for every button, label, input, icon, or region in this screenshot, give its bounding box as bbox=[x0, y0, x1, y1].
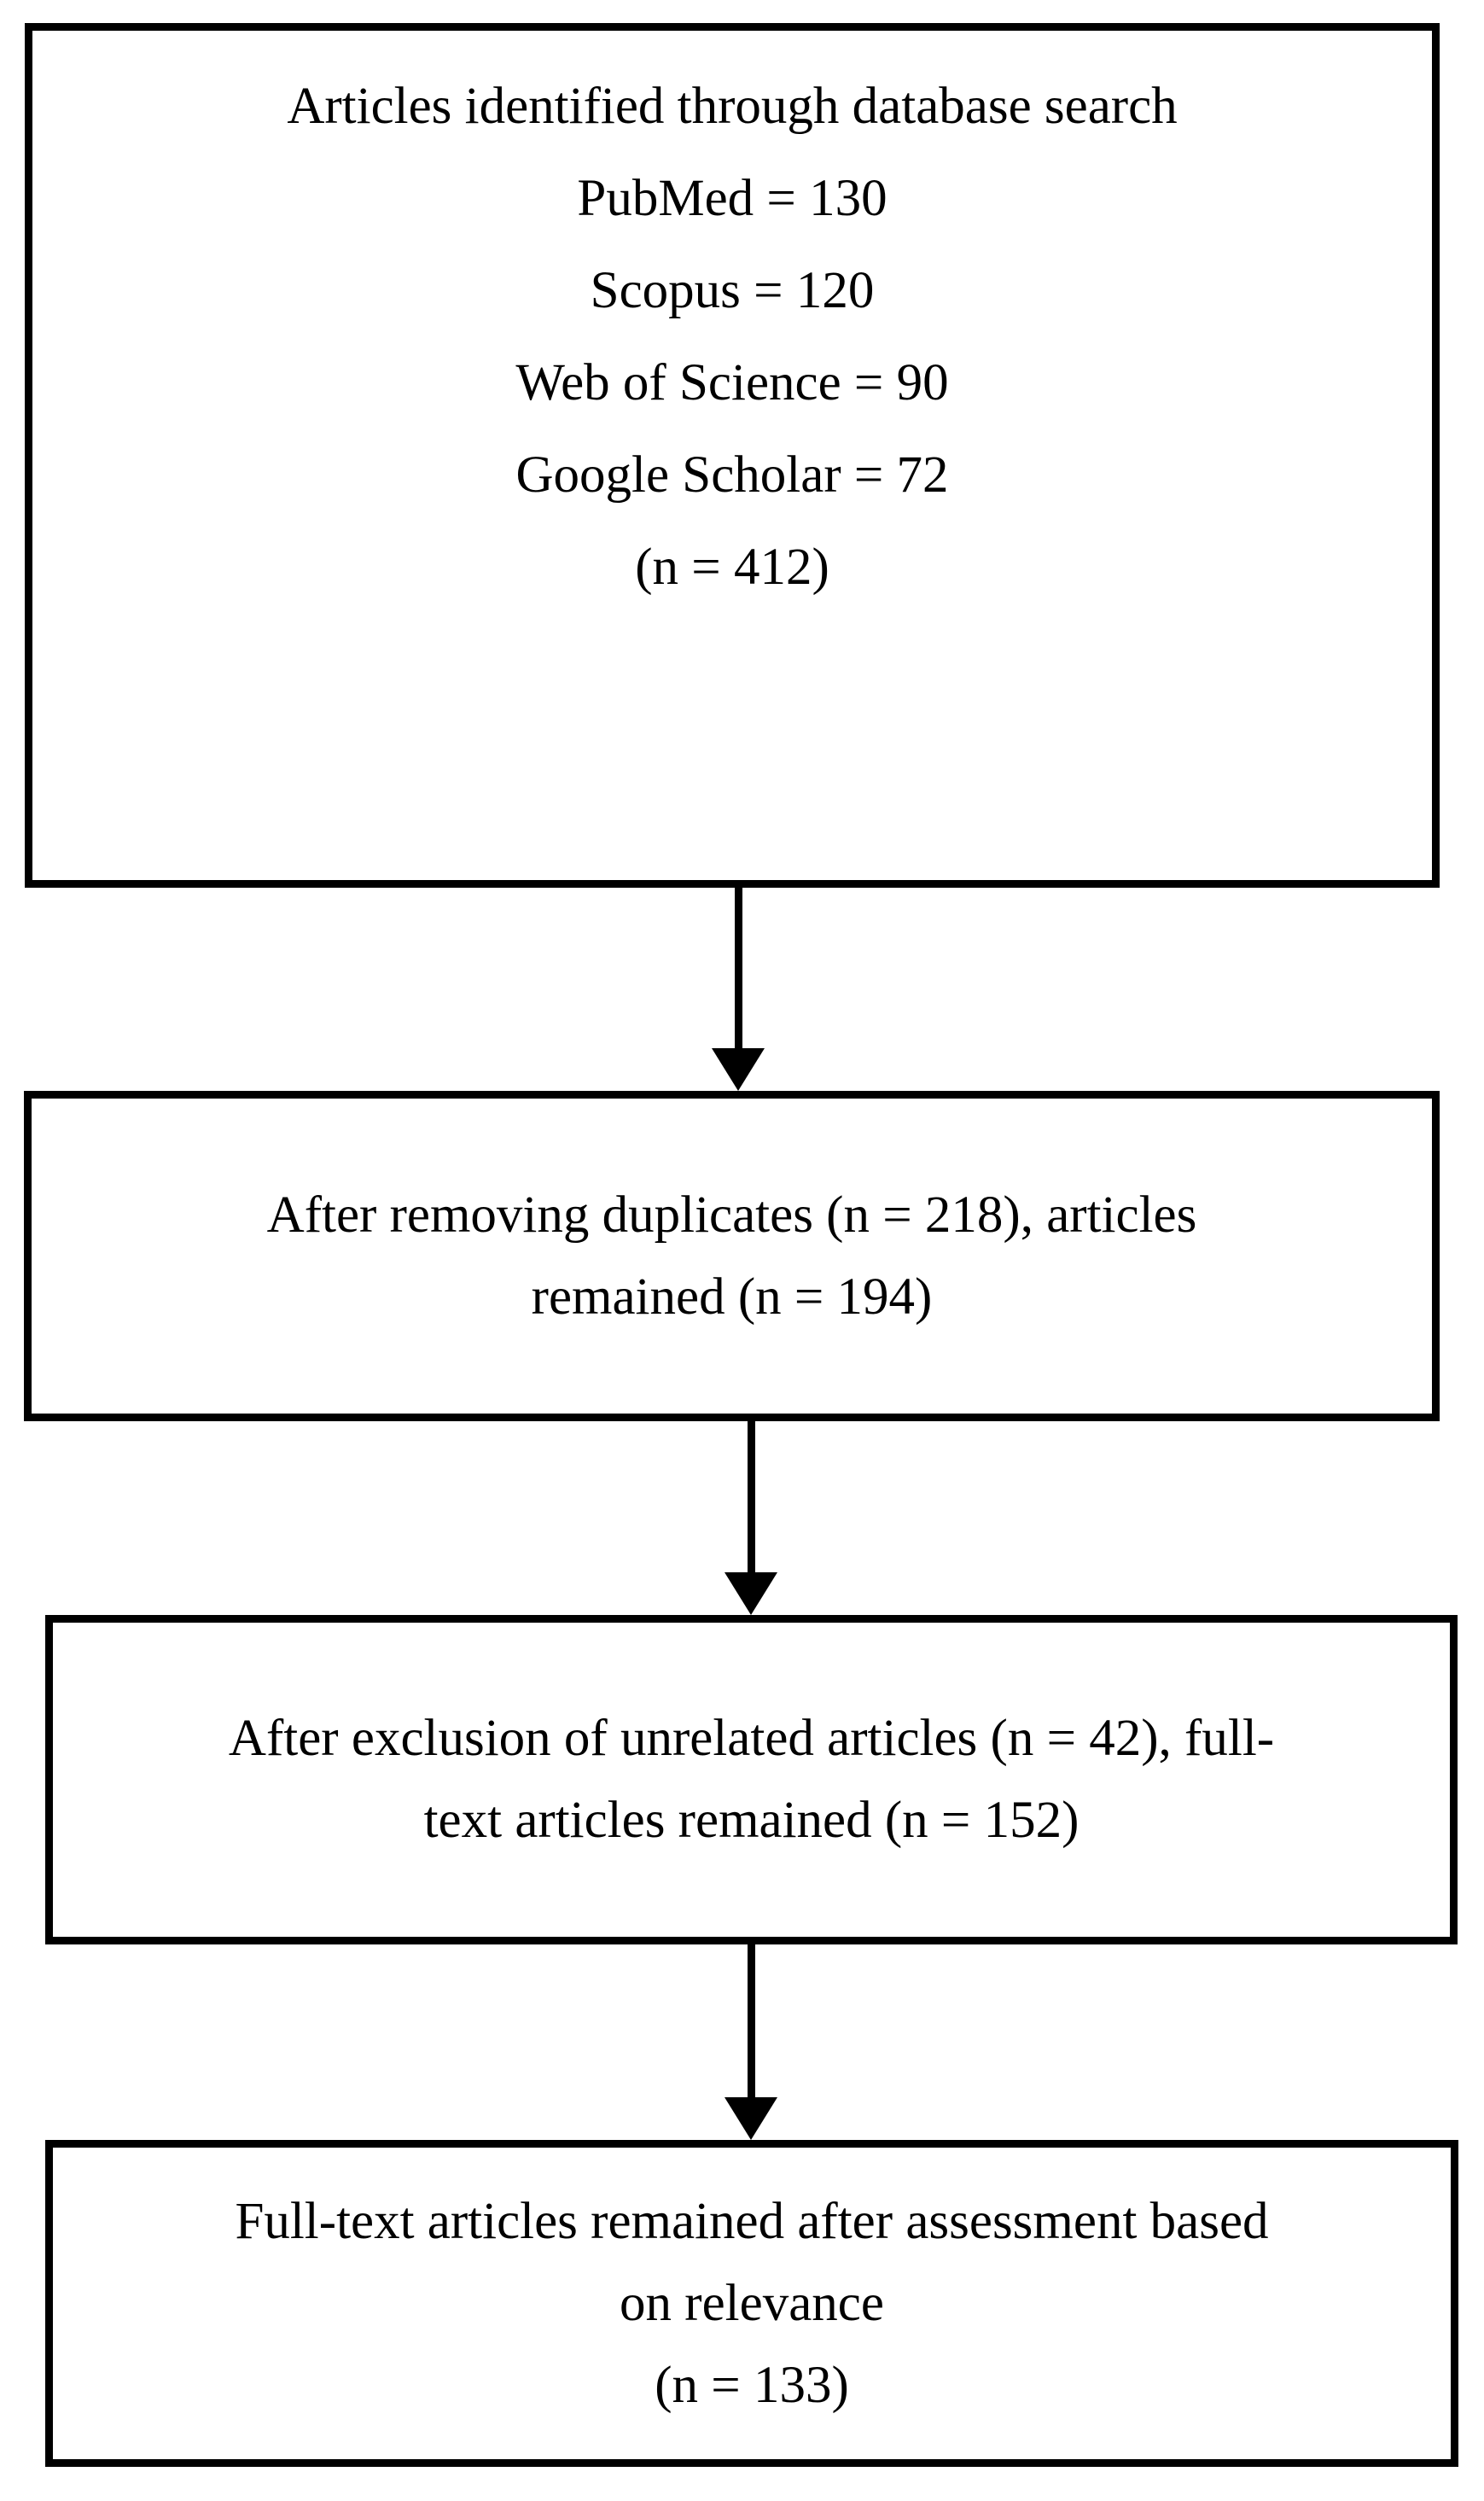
relevance-assessment-box: Full-text articles remained after assess… bbox=[45, 2140, 1458, 2467]
box2-line-1: After removing duplicates (n = 218), art… bbox=[266, 1186, 1197, 1244]
arrow-head-icon bbox=[725, 2097, 777, 2140]
arrow-shaft-icon bbox=[748, 1421, 755, 1572]
box4-line-1: Full-text articles remained after assess… bbox=[235, 2192, 1269, 2250]
box4-line-2: on relevance bbox=[620, 2274, 884, 2332]
box1-line-scopus: Scopus = 120 bbox=[590, 262, 875, 319]
arrow-shaft-icon bbox=[735, 888, 742, 1048]
arrow-shaft-icon bbox=[748, 1944, 755, 2097]
box1-line-google-scholar: Google Scholar = 72 bbox=[515, 446, 949, 504]
duplicates-removed-box: After removing duplicates (n = 218), art… bbox=[24, 1091, 1440, 1421]
unrelated-excluded-box: After exclusion of unrelated articles (n… bbox=[45, 1615, 1458, 1944]
articles-identified-box: Articles identified through database sea… bbox=[25, 23, 1440, 888]
arrow-head-icon bbox=[725, 1572, 777, 1615]
box1-line-pubmed: PubMed = 130 bbox=[577, 170, 887, 227]
box4-line-3: (n = 133) bbox=[655, 2356, 849, 2414]
box3-line-2: text articles remained (n = 152) bbox=[423, 1792, 1080, 1849]
box1-line-web-of-science: Web of Science = 90 bbox=[515, 354, 949, 411]
box1-line-title: Articles identified through database sea… bbox=[287, 78, 1178, 135]
arrow-head-icon bbox=[712, 1048, 765, 1091]
box2-line-2: remained (n = 194) bbox=[531, 1268, 933, 1326]
box3-line-1: After exclusion of unrelated articles (n… bbox=[228, 1710, 1275, 1767]
box1-line-total: (n = 412) bbox=[635, 539, 829, 596]
